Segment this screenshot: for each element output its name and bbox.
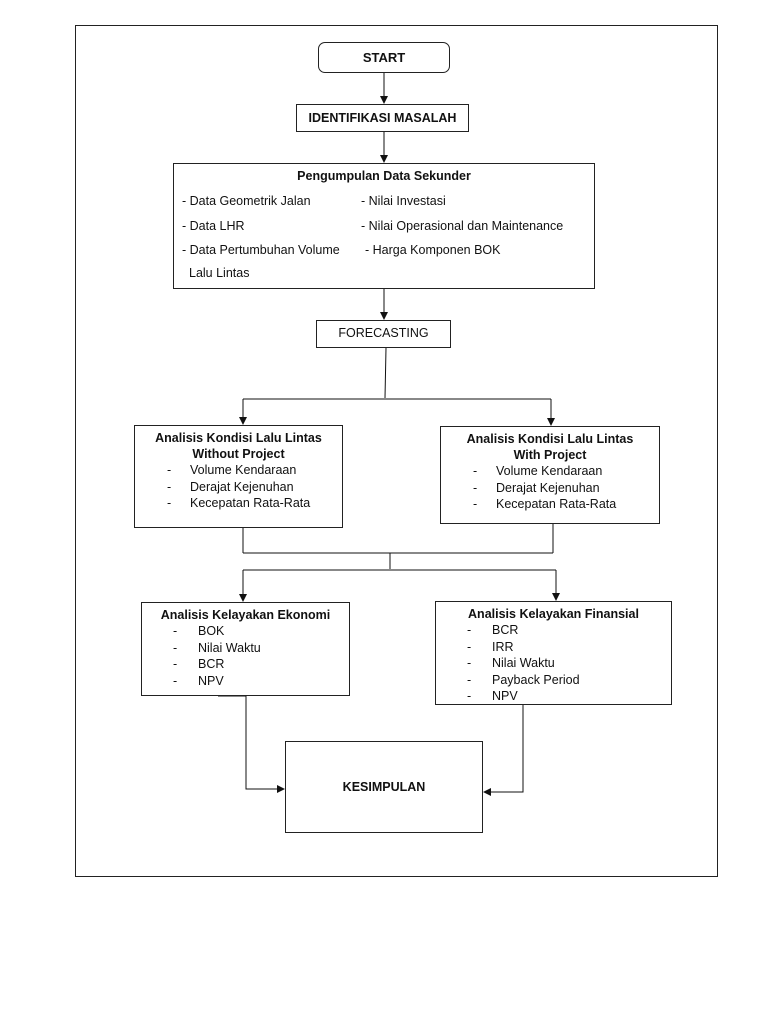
pengumpulan-data-title: Pengumpulan Data Sekunder [297,169,471,183]
list-item-label: IRR [492,639,514,654]
bullet: - [167,496,172,510]
pengumpulan-left-item: - Data LHR [182,219,245,233]
arrow-ekonomi-to-kesimpulan [218,695,285,793]
bullet: - [473,464,478,478]
without-project-title: Analisis Kondisi Lalu Lintas Without Pro… [135,430,342,462]
connector-forecasting-down [384,347,387,399]
bullet: - [467,672,472,687]
list-item-label: Volume Kendaraan [496,464,603,478]
kelayakan-ekonomi-title: Analisis Kelayakan Ekonomi [160,608,331,622]
pengumpulan-left-item: - Data Pertumbuhan Volume [182,243,340,257]
list-item-label: Volume Kendaraan [190,463,297,477]
pengumpulan-right-item: - Harga Komponen BOK [365,243,501,257]
kelayakan-finansial-box: Analisis Kelayakan Finansial - BCR - IRR -… [435,601,672,705]
list-item: - BOK [173,623,349,640]
list-item-label: Derajat Kejenuhan [496,480,600,495]
pengumpulan-right-item: - Nilai Investasi [361,194,446,208]
list-item: - IRR [467,639,671,656]
list-item: - Payback Period [467,672,671,689]
list-item: - Volume Kendaraan [473,463,659,480]
with-project-list: - Volume Kendaraan - Derajat Kejenuhan - Ke… [473,463,659,513]
list-item: - NPV [467,688,671,705]
list-item: - NPV [173,673,349,690]
kelayakan-ekonomi-list: - BOK - Nilai Waktu - BCR - NPV [173,623,349,689]
without-project-box: Analisis Kondisi Lalu Lintas Without Pro… [134,425,343,528]
list-item-label: Nilai Waktu [492,656,555,670]
bullet: - [467,639,472,654]
pengumpulan-left-item: - Data Geometrik Jalan [182,194,311,208]
kelayakan-finansial-title: Analisis Kelayakan Finansial [468,607,639,621]
list-item: - Derajat Kejenuhan [167,479,342,496]
without-project-title-line1: Analisis Kondisi Lalu Lintas [155,431,322,445]
list-item: - BCR [173,656,349,673]
list-item: - BCR [467,622,671,639]
with-project-title: Analisis Kondisi Lalu Lintas With Projec… [441,431,659,463]
bullet: - [467,656,472,670]
list-item-label: Kecepatan Rata-Rata [496,497,617,511]
bullet: - [173,624,178,638]
identifikasi-masalah-box: IDENTIFIKASI MASALAH [296,104,469,132]
pengumpulan-right-item: - Nilai Operasional dan Maintenance [361,219,564,233]
bullet: - [167,463,172,477]
start-terminal: START [318,42,450,73]
list-item: - Volume Kendaraan [167,462,342,479]
list-item: - Nilai Waktu [173,640,349,657]
list-item: - Kecepatan Rata-Rata [167,495,342,512]
with-project-title-line1: Analisis Kondisi Lalu Lintas [466,432,634,446]
bullet: - [173,640,178,655]
list-item-label: Derajat Kejenuhan [190,479,294,494]
list-item-label: BCR [492,623,519,637]
forecasting-box: FORECASTING [316,320,451,348]
bullet: - [473,480,478,495]
without-project-list: - Volume Kendaraan - Derajat Kejenuhan - Ke… [167,462,342,512]
list-item: - Kecepatan Rata-Rata [473,496,659,513]
with-project-box: Analisis Kondisi Lalu Lintas With Projec… [440,426,660,524]
bullet: - [467,623,472,637]
list-item-label: BOK [198,624,225,638]
bullet: - [173,673,178,688]
list-item-label: NPV [492,689,518,703]
forecasting-label: FORECASTING [338,326,429,340]
pengumpulan-data-box: Pengumpulan Data Sekunder - Data Geometr… [173,163,595,289]
list-item-label: Payback Period [492,672,580,687]
list-item: - Derajat Kejenuhan [473,480,659,497]
list-item-label: NPV [198,673,224,688]
bullet: - [173,657,178,671]
kelayakan-finansial-list: - BCR - IRR - Nilai Waktu - Payback Period -… [467,622,671,705]
list-item-label: Kecepatan Rata-Rata [190,496,311,510]
bullet: - [467,689,472,703]
bullet: - [167,479,172,494]
identifikasi-masalah-label: IDENTIFIKASI MASALAH [308,111,457,125]
bullet: - [473,497,478,511]
kelayakan-ekonomi-box: Analisis Kelayakan Ekonomi - BOK - Nilai W… [141,602,350,696]
without-project-title-line2: Without Project [192,447,285,461]
pengumpulan-left-item: Lalu Lintas [189,266,250,280]
arrow-finansial-to-kesimpulan [483,705,524,796]
list-item-label: BCR [198,657,225,671]
list-item-label: Nilai Waktu [198,640,261,655]
kesimpulan-box: KESIMPULAN [285,741,483,833]
with-project-title-line2: With Project [513,448,587,462]
list-item: - Nilai Waktu [467,655,671,672]
kesimpulan-label: KESIMPULAN [342,780,426,794]
flowchart-frame [75,25,718,877]
start-label: START [362,50,406,65]
